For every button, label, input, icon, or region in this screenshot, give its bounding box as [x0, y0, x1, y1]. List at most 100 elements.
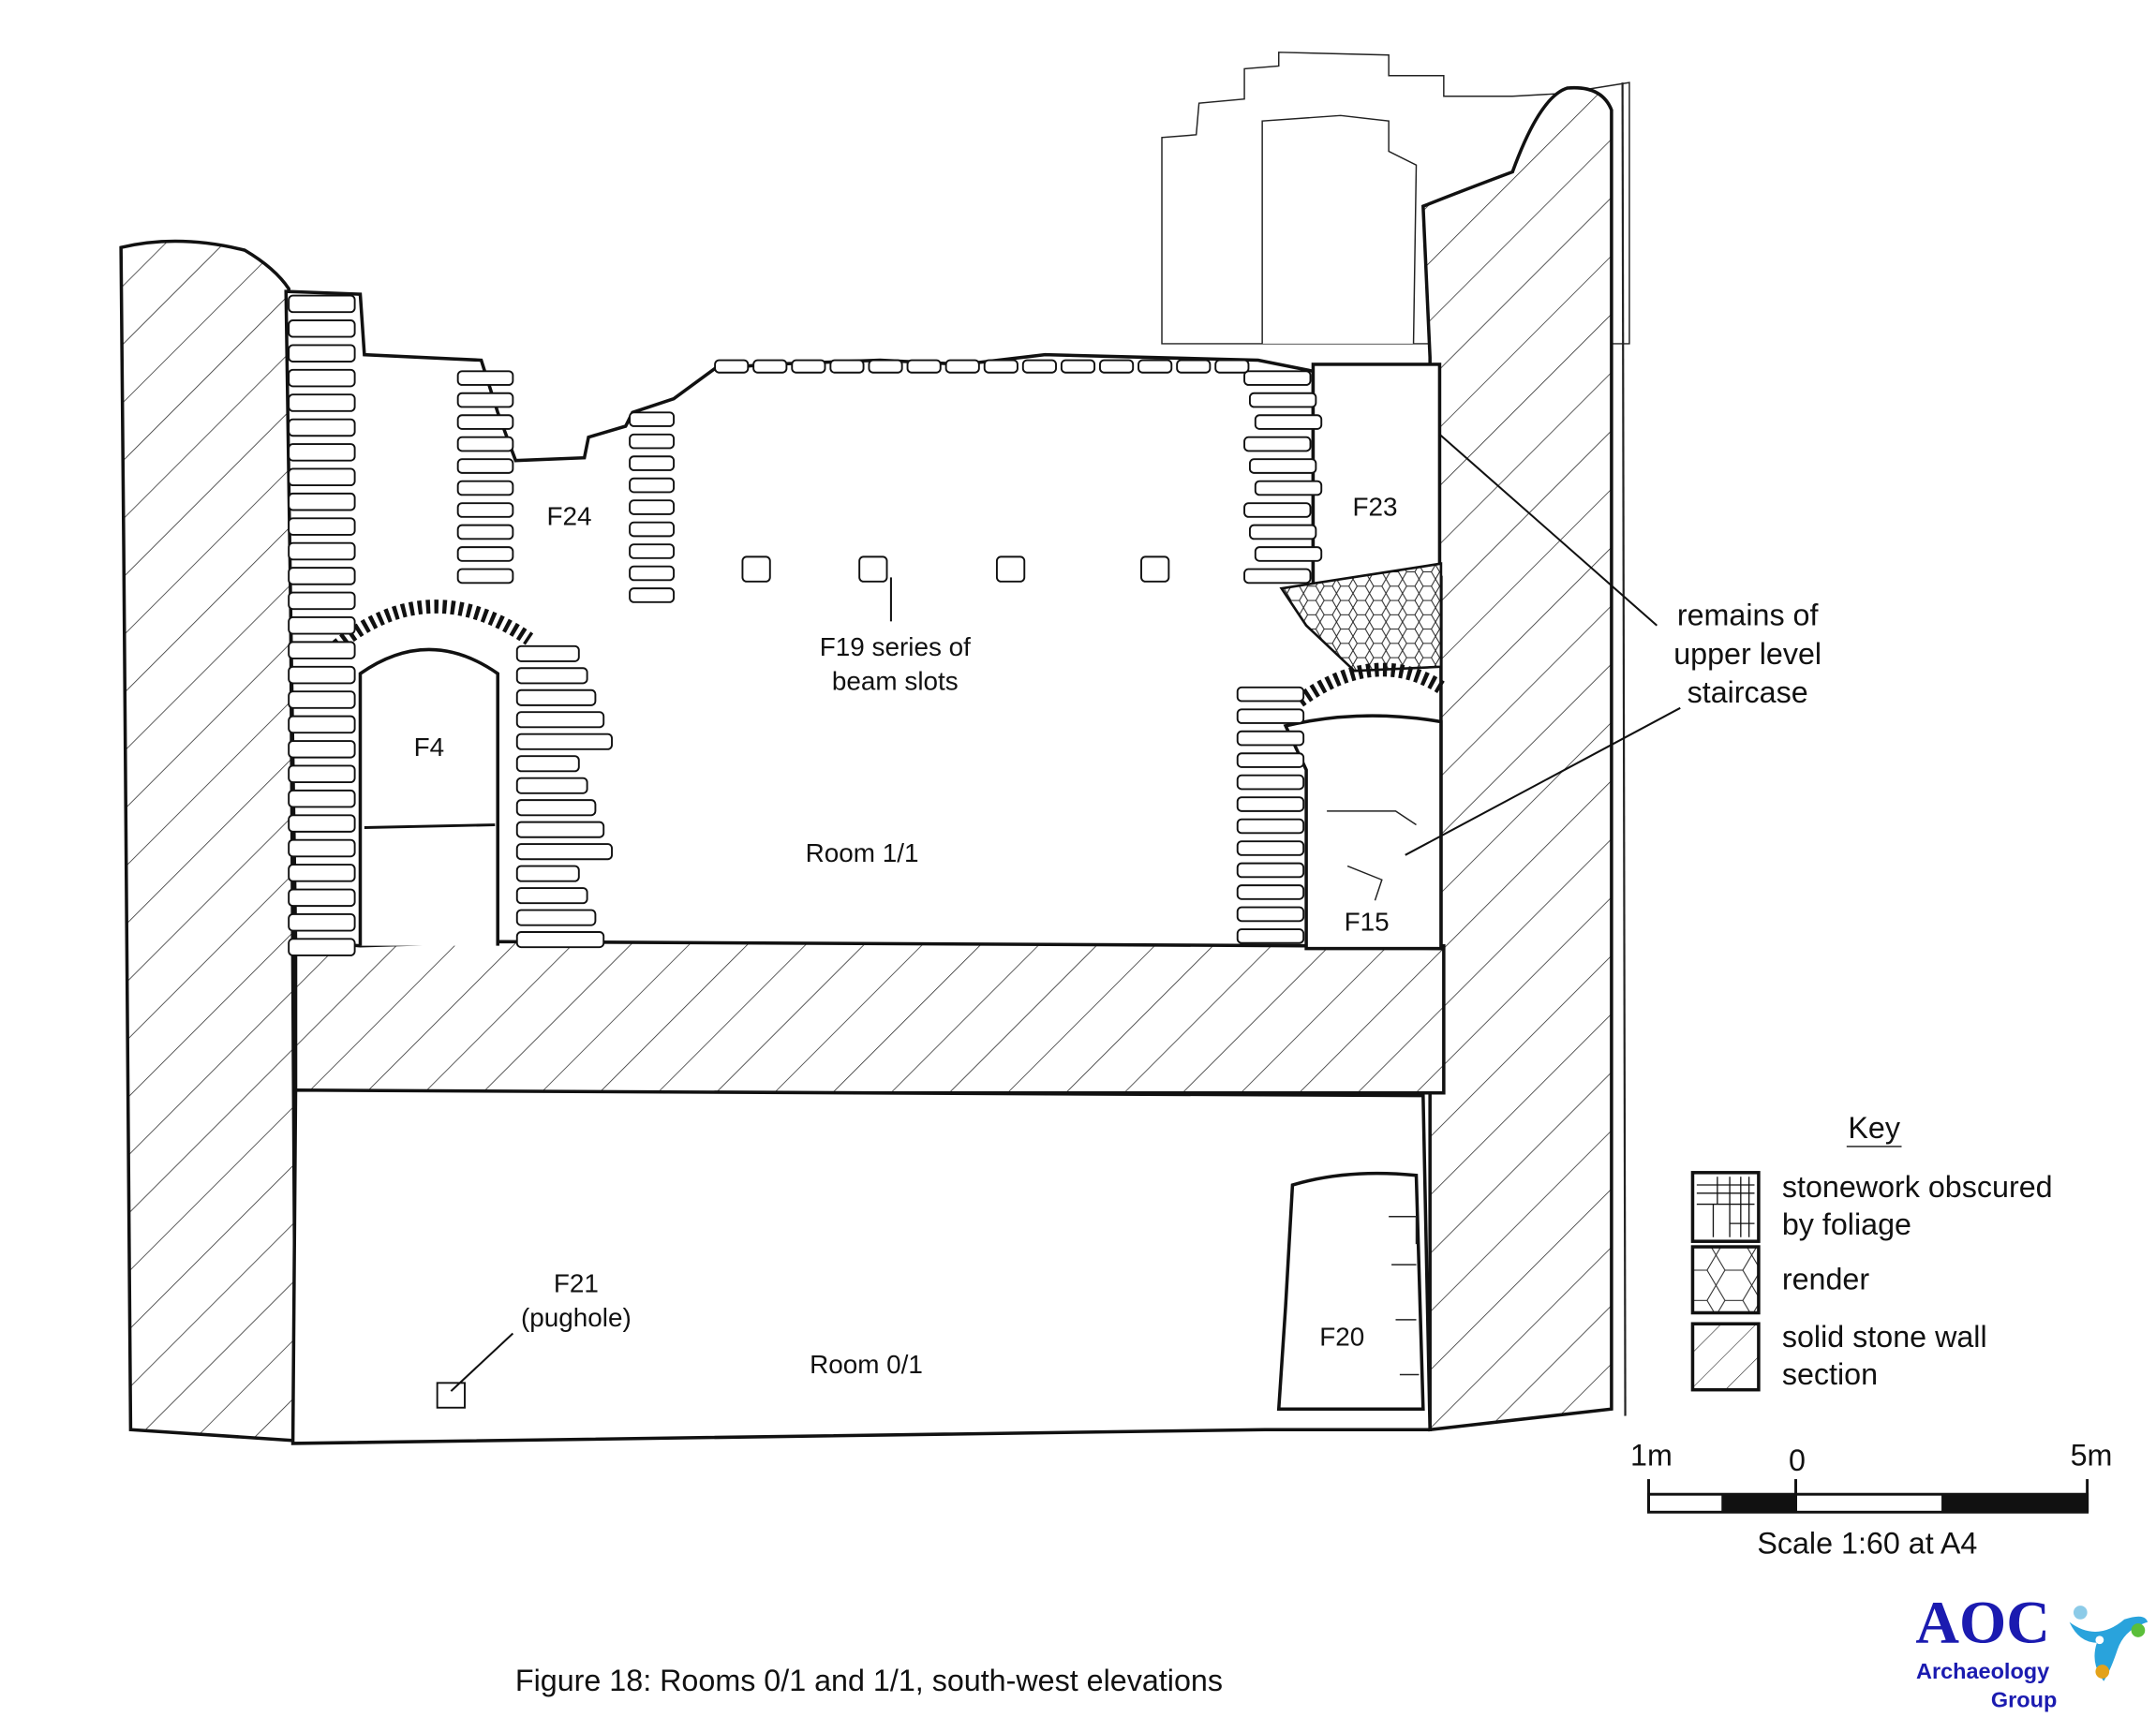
stone	[1243, 436, 1312, 452]
stone	[629, 499, 676, 515]
stone	[1236, 752, 1305, 768]
label-f4: F4	[414, 733, 445, 762]
stone	[515, 931, 605, 949]
stone	[288, 368, 356, 388]
stone	[288, 912, 356, 932]
legend-item-foliage-line2: by foliage	[1782, 1207, 1911, 1241]
stone	[1140, 555, 1170, 583]
legend-item-wall-line2: section	[1782, 1357, 1878, 1391]
label-staircase-line1: remains of	[1677, 599, 1820, 632]
stone	[1236, 862, 1305, 879]
stone	[1099, 359, 1135, 374]
stone	[1236, 906, 1305, 923]
f23-opening	[1311, 363, 1442, 586]
leader-lines	[450, 434, 1681, 1392]
stone	[629, 477, 676, 494]
label-staircase-line3: staircase	[1688, 675, 1808, 709]
legend-item-wall-line1: solid stone wall	[1782, 1320, 1987, 1354]
stone	[944, 359, 980, 374]
stone	[983, 359, 1019, 374]
scale-bar: 1m 0 5m Scale 1:60 at A4	[1630, 1438, 2112, 1560]
f15-opening	[1283, 714, 1443, 951]
label-f20: F20	[1319, 1323, 1364, 1352]
stone	[515, 667, 588, 685]
f21-pughole	[436, 1382, 466, 1409]
stone	[288, 344, 356, 363]
render-patch	[1279, 562, 1443, 673]
stone	[995, 555, 1026, 583]
stone	[288, 715, 356, 734]
stone	[515, 865, 580, 882]
stone	[288, 294, 356, 314]
stone	[1176, 359, 1212, 374]
stone	[288, 443, 356, 462]
stone	[456, 392, 514, 408]
stone	[868, 359, 903, 374]
stone	[288, 814, 356, 833]
stone	[288, 665, 356, 685]
stone	[515, 688, 597, 706]
scale-zero-label: 0	[1789, 1443, 1806, 1477]
stone	[288, 764, 356, 784]
f4-doorway	[358, 647, 499, 946]
stone	[858, 555, 888, 583]
stone	[1243, 370, 1312, 386]
legend-grid-swatch	[1690, 1171, 1761, 1243]
stone	[288, 319, 356, 338]
stone	[1243, 502, 1312, 518]
stone	[1248, 524, 1317, 540]
stone	[1214, 359, 1250, 374]
label-f15: F15	[1345, 908, 1390, 937]
stone	[288, 838, 356, 858]
stone	[906, 359, 942, 374]
stone	[1243, 568, 1312, 585]
stone	[288, 492, 356, 511]
stone	[515, 909, 597, 926]
label-f21-line2: (pughole)	[521, 1303, 632, 1332]
stone	[288, 541, 356, 561]
legend: Key stonework obscured by foliage render…	[1690, 1111, 2053, 1392]
stone	[288, 393, 356, 412]
label-room-0-1: Room 0/1	[810, 1350, 923, 1379]
stone	[456, 524, 514, 540]
stone	[1236, 884, 1305, 900]
stone	[456, 480, 514, 496]
feature-labels: F24 F23 F4 F15 F19 series of beam slots …	[414, 492, 1822, 1379]
room-0-1	[290, 1088, 1432, 1445]
stone	[515, 777, 588, 794]
stone	[741, 555, 771, 583]
stone	[288, 517, 356, 536]
stone	[515, 799, 597, 817]
stone	[629, 587, 676, 603]
stone	[1254, 414, 1323, 430]
stone	[629, 543, 676, 559]
stone	[515, 711, 605, 729]
label-f21-line1: F21	[554, 1268, 599, 1297]
f20-opening	[1276, 1171, 1425, 1411]
stone	[456, 370, 514, 386]
stone	[629, 521, 676, 538]
legend-item-render: render	[1782, 1263, 1870, 1296]
label-f19-line1: F19 series of	[820, 632, 971, 661]
stone	[629, 411, 676, 427]
stone	[629, 455, 676, 471]
stone	[288, 567, 356, 585]
stone	[1236, 708, 1305, 724]
label-f19-line2: beam slots	[832, 667, 959, 696]
stone	[515, 644, 580, 662]
stone	[456, 568, 514, 585]
stone	[288, 864, 356, 882]
stone	[1254, 546, 1323, 562]
swirl-icon	[2069, 1606, 2149, 1681]
label-f23: F23	[1352, 492, 1397, 521]
stone	[1137, 359, 1173, 374]
stone	[829, 359, 865, 374]
stone	[515, 755, 580, 773]
legend-item-foliage-line1: stonework obscured	[1782, 1170, 2053, 1204]
stone	[1236, 730, 1305, 747]
stone	[1248, 392, 1317, 408]
stone	[1236, 840, 1305, 856]
stone-arches	[332, 599, 1445, 707]
scale-left-label: 1m	[1630, 1438, 1673, 1472]
stone	[752, 359, 788, 374]
